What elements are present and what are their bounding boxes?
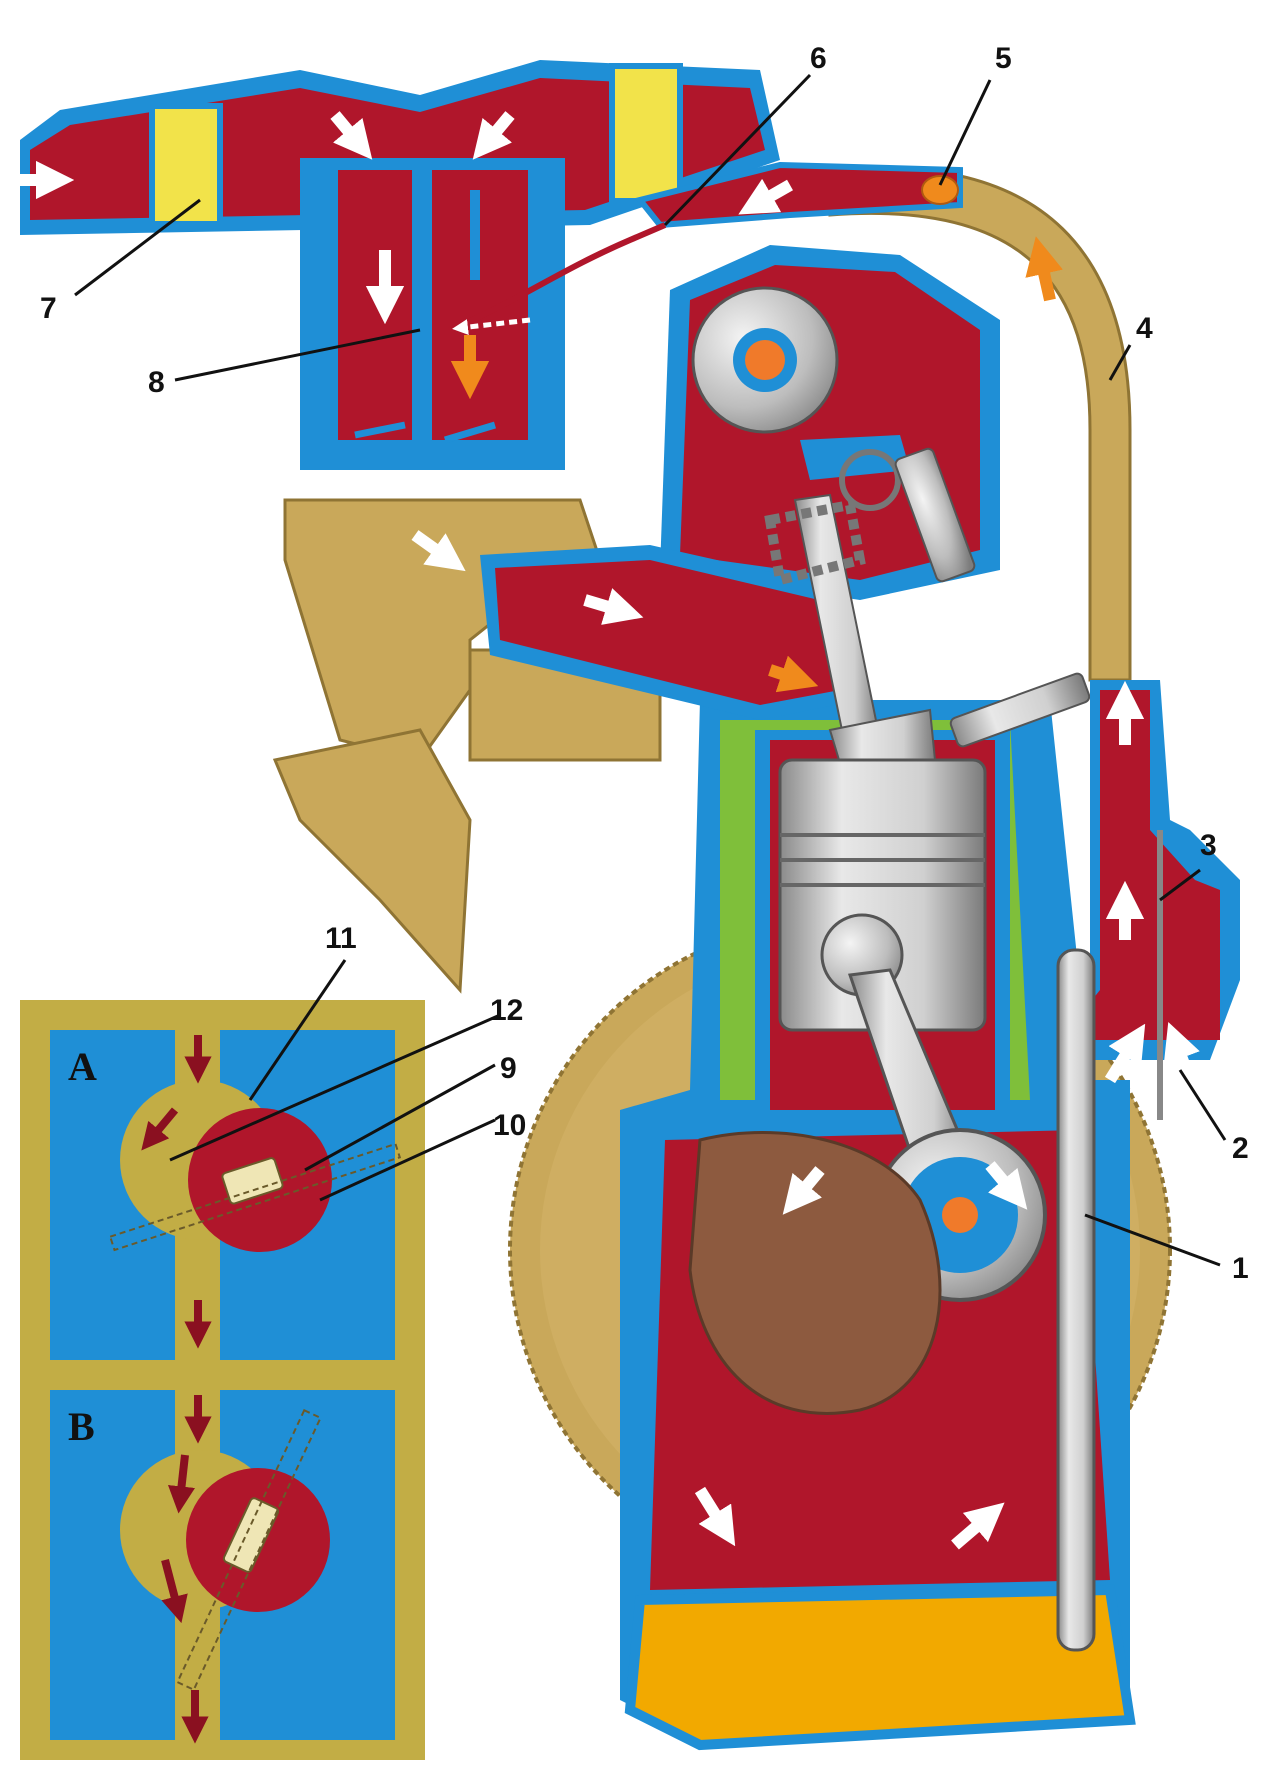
intake-valve	[764, 493, 937, 782]
flow-arrows	[12, 111, 1200, 1550]
callout-11: 11	[325, 922, 357, 955]
small-branch-tube	[448, 222, 667, 333]
valve-inset-panel: A B	[20, 1000, 425, 1760]
spark-plug	[949, 672, 1091, 748]
flame-arrester	[921, 175, 959, 205]
callout-1: 1	[1232, 1252, 1249, 1285]
air-filter-housing	[20, 60, 780, 235]
oil-dipstick	[1056, 948, 1096, 1652]
inset-label-a: A	[68, 1044, 97, 1089]
intake-runner	[495, 560, 840, 705]
callout-labels: 1 2 3 4 5 6 7 8 9 10 11 12	[40, 42, 1249, 1285]
camshaft	[691, 286, 839, 434]
air-filter-element-right	[609, 63, 683, 204]
callout-5: 5	[995, 42, 1012, 75]
callout-8: 8	[148, 366, 165, 399]
exhaust-hose-small	[634, 161, 963, 229]
oil-separator	[1050, 680, 1240, 1120]
callout-12: 12	[490, 994, 523, 1027]
callout-4: 4	[1136, 312, 1153, 345]
callout-6: 6	[810, 42, 827, 75]
crankshaft-counterweight	[688, 1131, 942, 1415]
callout-9: 9	[500, 1052, 517, 1085]
callout-3: 3	[1200, 829, 1217, 862]
valve-rocker-assembly	[800, 435, 976, 583]
callout-7: 7	[40, 292, 57, 325]
air-filter-element-left	[149, 103, 223, 227]
callout-2: 2	[1232, 1132, 1249, 1165]
carburetor	[300, 158, 565, 470]
inset-label-b: B	[68, 1404, 95, 1449]
piston	[778, 758, 987, 1032]
callout-leaders	[74, 73, 1227, 1267]
callout-10: 10	[493, 1109, 526, 1142]
